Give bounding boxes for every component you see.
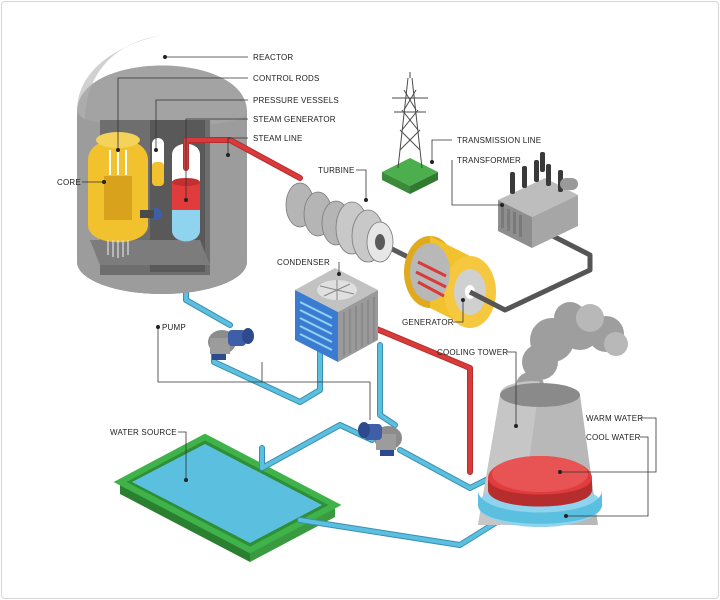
label-pump: PUMP [162, 323, 186, 332]
label-core: CORE [57, 178, 81, 187]
labels: REACTOR CONTROL RODS PRESSURE VESSELS ST… [57, 53, 643, 442]
label-cool-water: COOL WATER [586, 433, 641, 442]
label-control-rods: CONTROL RODS [253, 74, 320, 83]
generator [404, 236, 496, 328]
leader-lines [82, 55, 657, 518]
label-reactor: REACTOR [253, 53, 293, 62]
transmission-tower [382, 72, 438, 194]
label-pressure-vessels: PRESSURE VESSELS [253, 96, 339, 105]
pump-lower [358, 422, 402, 456]
reactor-core [88, 132, 148, 258]
label-transformer: TRANSFORMER [457, 156, 521, 165]
cooling-tower [478, 302, 628, 527]
label-cooling-tower: COOLING TOWER [437, 348, 508, 357]
label-warm-water: WARM WATER [586, 414, 643, 423]
reactor-coolant-pump [140, 208, 162, 220]
power-cable [468, 229, 593, 313]
label-generator: GENERATOR [402, 318, 454, 327]
label-steam-generator: STEAM GENERATOR [253, 115, 336, 124]
label-condenser: CONDENSER [277, 258, 330, 267]
label-turbine: TURBINE [318, 166, 355, 175]
transformer [498, 152, 578, 248]
condenser [295, 268, 378, 362]
label-water-source: WATER SOURCE [110, 428, 177, 437]
label-steam-line: STEAM LINE [253, 134, 303, 143]
warm-water-pipe [357, 319, 473, 475]
pressure-vessel [152, 138, 164, 186]
water-source-pool [113, 433, 342, 562]
label-transmission-line: TRANSMISSION LINE [457, 136, 541, 145]
pump-upper [208, 328, 254, 360]
